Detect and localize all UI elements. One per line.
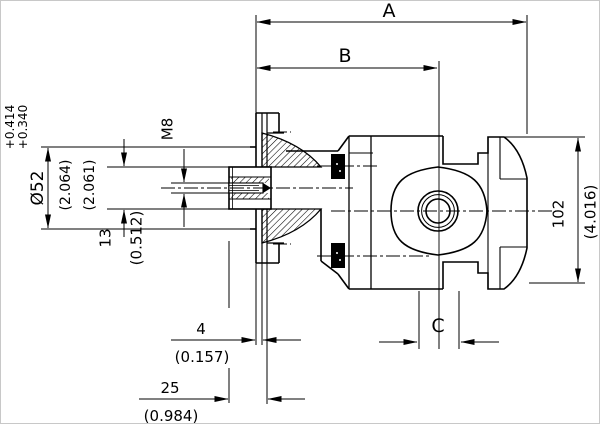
dowel-seals	[331, 154, 345, 268]
dim-a-label: A	[383, 1, 396, 22]
dimension-labels: A B C 102 (4.016) +0.414 +0.340 Ø52 (2.0…	[3, 1, 599, 424]
pilot-depth-inch-label: (0.157)	[175, 348, 230, 366]
pilot-inch-lower-label: (2.061)	[82, 159, 98, 210]
pilot-tol-upper-label: +0.414	[3, 105, 17, 149]
thread-label: M8	[158, 118, 176, 141]
pilot-inch-upper-label: (2.064)	[58, 159, 74, 210]
pilot-depth-mm-label: 4	[196, 320, 206, 338]
height-inch-label: (4.016)	[581, 185, 599, 240]
shaft-dia-inch-label: (0.512)	[127, 211, 145, 266]
pump-body	[348, 135, 528, 290]
rear-cover-outline	[442, 136, 528, 290]
pilot-dia-label: Ø52	[28, 170, 48, 205]
dim-b-label: B	[338, 45, 351, 67]
shaft-length-mm-label: 25	[160, 379, 179, 397]
dim-c-label: C	[431, 315, 444, 337]
dowel-seal-bottom	[331, 243, 345, 268]
height-mm-label: 102	[549, 200, 567, 229]
pilot-tol-lower-label: +0.340	[16, 105, 30, 149]
flange-bell-hatch-top	[261, 132, 323, 168]
dimension-lines	[45, 19, 581, 402]
shaft-dia-mm-label: 13	[96, 228, 114, 247]
dowel-seal-top	[331, 154, 345, 179]
centerlines	[161, 131, 557, 257]
shaft-length-inch-label: (0.984)	[144, 407, 199, 424]
front-housing	[286, 135, 350, 290]
flange-bell-hatch-bottom	[261, 208, 323, 244]
